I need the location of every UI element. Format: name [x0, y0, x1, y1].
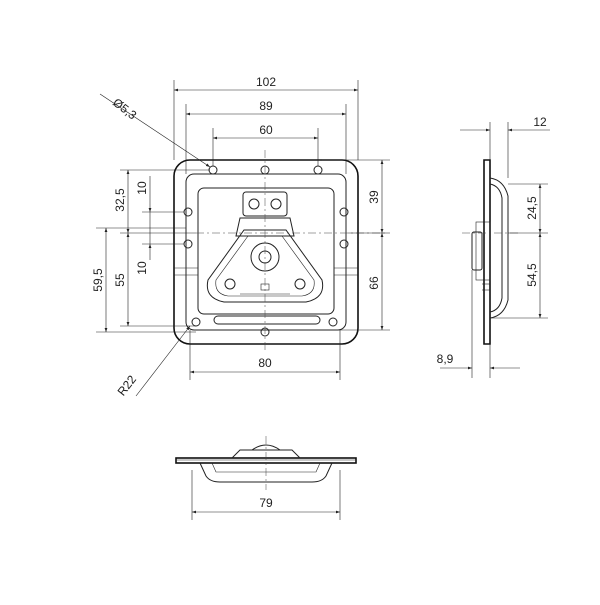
recess-outer	[185, 173, 347, 331]
recess-inner	[197, 187, 335, 315]
front-dimensions: 102 89 60 Ø5,3 32,5 10 10 59,5 55 39	[91, 75, 390, 399]
dim-59-5: 59,5	[91, 268, 105, 292]
dim-102: 102	[256, 75, 276, 89]
plan-dimensions: 79	[191, 470, 341, 520]
dim-55: 55	[113, 273, 127, 287]
dim-32-5: 32,5	[113, 188, 127, 212]
bottom-slot	[213, 315, 321, 325]
dim-24-5: 24,5	[525, 196, 539, 220]
dim-66: 66	[367, 276, 381, 290]
dim-89: 89	[259, 99, 273, 113]
dim-12: 12	[533, 115, 547, 129]
side-view	[462, 159, 520, 345]
dim-79: 79	[259, 496, 273, 510]
dim-hole-diameter: Ø5,3	[110, 95, 139, 122]
outer-flange	[173, 159, 359, 345]
dim-39: 39	[367, 190, 381, 204]
dim-80: 80	[258, 356, 272, 370]
dim-10-upper: 10	[135, 181, 149, 195]
dim-54-5: 54,5	[525, 263, 539, 287]
dim-10-lower: 10	[135, 261, 149, 275]
side-dimensions: 12 24,5 54,5 8,9	[437, 115, 550, 378]
front-view	[173, 150, 386, 350]
dim-60: 60	[259, 123, 273, 137]
dim-8-9: 8,9	[437, 352, 454, 366]
butterfly-handle	[206, 229, 324, 303]
plan-view	[175, 436, 357, 490]
dim-radius: R22	[115, 372, 140, 398]
